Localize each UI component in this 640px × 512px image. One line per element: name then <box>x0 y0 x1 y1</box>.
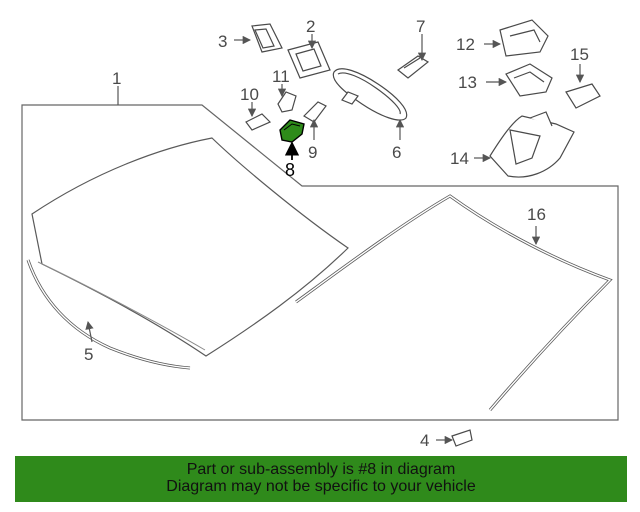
part-14-camera-housing <box>489 111 575 178</box>
part-3-bracket <box>251 23 283 53</box>
callout-14: 14 <box>450 149 469 168</box>
callout-4: 4 <box>420 431 429 450</box>
callout-13: 13 <box>458 73 477 92</box>
part-15-clip <box>565 83 601 109</box>
part-12-housing <box>499 19 549 57</box>
callout-2: 2 <box>306 17 315 36</box>
banner-line-2: Diagram may not be specific to your vehi… <box>166 478 476 495</box>
part-6-rearview-mirror <box>332 68 408 121</box>
callout-5: 5 <box>84 345 93 364</box>
part-8-highlighted[interactable] <box>279 119 305 143</box>
leader-5 <box>85 320 94 343</box>
callout-11: 11 <box>272 67 290 86</box>
windshield-glass <box>31 137 349 357</box>
part-2-cover <box>287 41 331 79</box>
part-9-cover <box>303 101 327 123</box>
banner-line-1: Part or sub-assembly is #8 in diagram <box>186 461 456 478</box>
part-13-bracket <box>505 63 553 97</box>
callout-8[interactable]: 8 <box>285 160 295 180</box>
info-banner: Part or sub-assembly is #8 in diagram Di… <box>15 456 627 502</box>
windshield-inner-edge <box>37 261 206 351</box>
callout-12: 12 <box>456 35 475 54</box>
callout-15: 15 <box>570 45 589 64</box>
callout-9: 9 <box>308 143 317 162</box>
callout-3: 3 <box>218 32 227 51</box>
callout-7: 7 <box>416 17 425 36</box>
part-11-holder <box>277 91 297 113</box>
part-4-clip <box>451 429 473 447</box>
callout-1: 1 <box>112 69 121 88</box>
callout-6: 6 <box>392 143 401 162</box>
part-7-clip <box>396 55 430 79</box>
part-10-pad <box>245 113 272 131</box>
callout-16: 16 <box>527 205 546 224</box>
callout-10: 10 <box>240 85 259 104</box>
